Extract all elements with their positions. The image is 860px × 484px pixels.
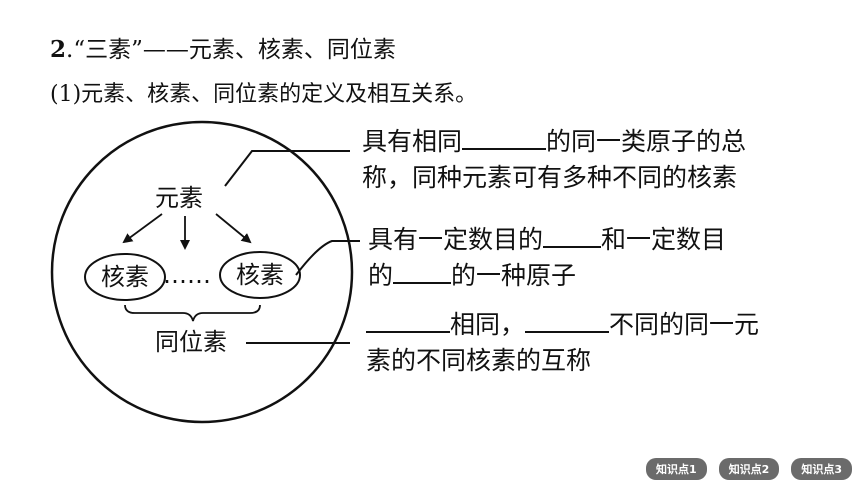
nuclide-definition-line2: 的的一种原子 bbox=[368, 258, 726, 294]
knowledge-point-2-button[interactable]: 知识点2 bbox=[718, 458, 780, 480]
nuclide-blank-1 bbox=[543, 222, 602, 248]
nuclide-blank-2 bbox=[393, 258, 452, 284]
outer-circle bbox=[50, 120, 354, 424]
isotope-brace bbox=[124, 304, 261, 322]
nuclide-left-label: 核素 bbox=[101, 263, 149, 291]
section-heading: 2.“三素”——元素、核素、同位素 bbox=[50, 30, 396, 64]
element-label: 元素 bbox=[155, 184, 203, 212]
arrow-right bbox=[215, 213, 252, 244]
arrow-left bbox=[122, 213, 163, 244]
element-blank bbox=[462, 124, 547, 150]
subheading: (1)元素、核素、同位素的定义及相互关系。 bbox=[50, 82, 478, 107]
nuclide-definition-line1: 具有一定数目的和一定数目 bbox=[368, 222, 726, 258]
section-title: .“三素”——元素、核素、同位素 bbox=[66, 37, 396, 63]
connector-nuclide bbox=[295, 240, 360, 276]
isotope-blank-2 bbox=[525, 307, 610, 333]
knowledge-point-3-button[interactable]: 知识点3 bbox=[791, 458, 852, 480]
section-number: 2 bbox=[50, 36, 67, 63]
nuclide-right-label: 核素 bbox=[236, 261, 284, 289]
element-definition-line2: 称，同种元素可有多种不同的核素 bbox=[362, 163, 738, 192]
element-definition-line1: 具有相同的同一类原子的总 bbox=[362, 124, 746, 160]
nuclide-left-ellipse bbox=[84, 253, 166, 301]
footer-nav: 知识点1 知识点2 知识点3 bbox=[646, 458, 852, 480]
isotope-blank-1 bbox=[366, 307, 450, 333]
nuclide-right-ellipse bbox=[219, 251, 301, 299]
connector-element bbox=[224, 150, 350, 187]
isotope-definition-line1: 相同，不同的同一元 bbox=[366, 307, 759, 343]
nuclide-dots: …… bbox=[163, 261, 211, 289]
element-definition: 具有相同的同一类原子的总 称，同种元素可有多种不同的核素 bbox=[362, 124, 746, 196]
isotope-definition-line2: 素的不同核素的互称 bbox=[366, 346, 592, 375]
knowledge-point-1-button[interactable]: 知识点1 bbox=[646, 458, 707, 480]
isotope-label: 同位素 bbox=[155, 328, 227, 356]
nuclide-definition: 具有一定数目的和一定数目 的的一种原子 bbox=[368, 222, 726, 294]
isotope-definition: 相同，不同的同一元 素的不同核素的互称 bbox=[366, 307, 759, 379]
